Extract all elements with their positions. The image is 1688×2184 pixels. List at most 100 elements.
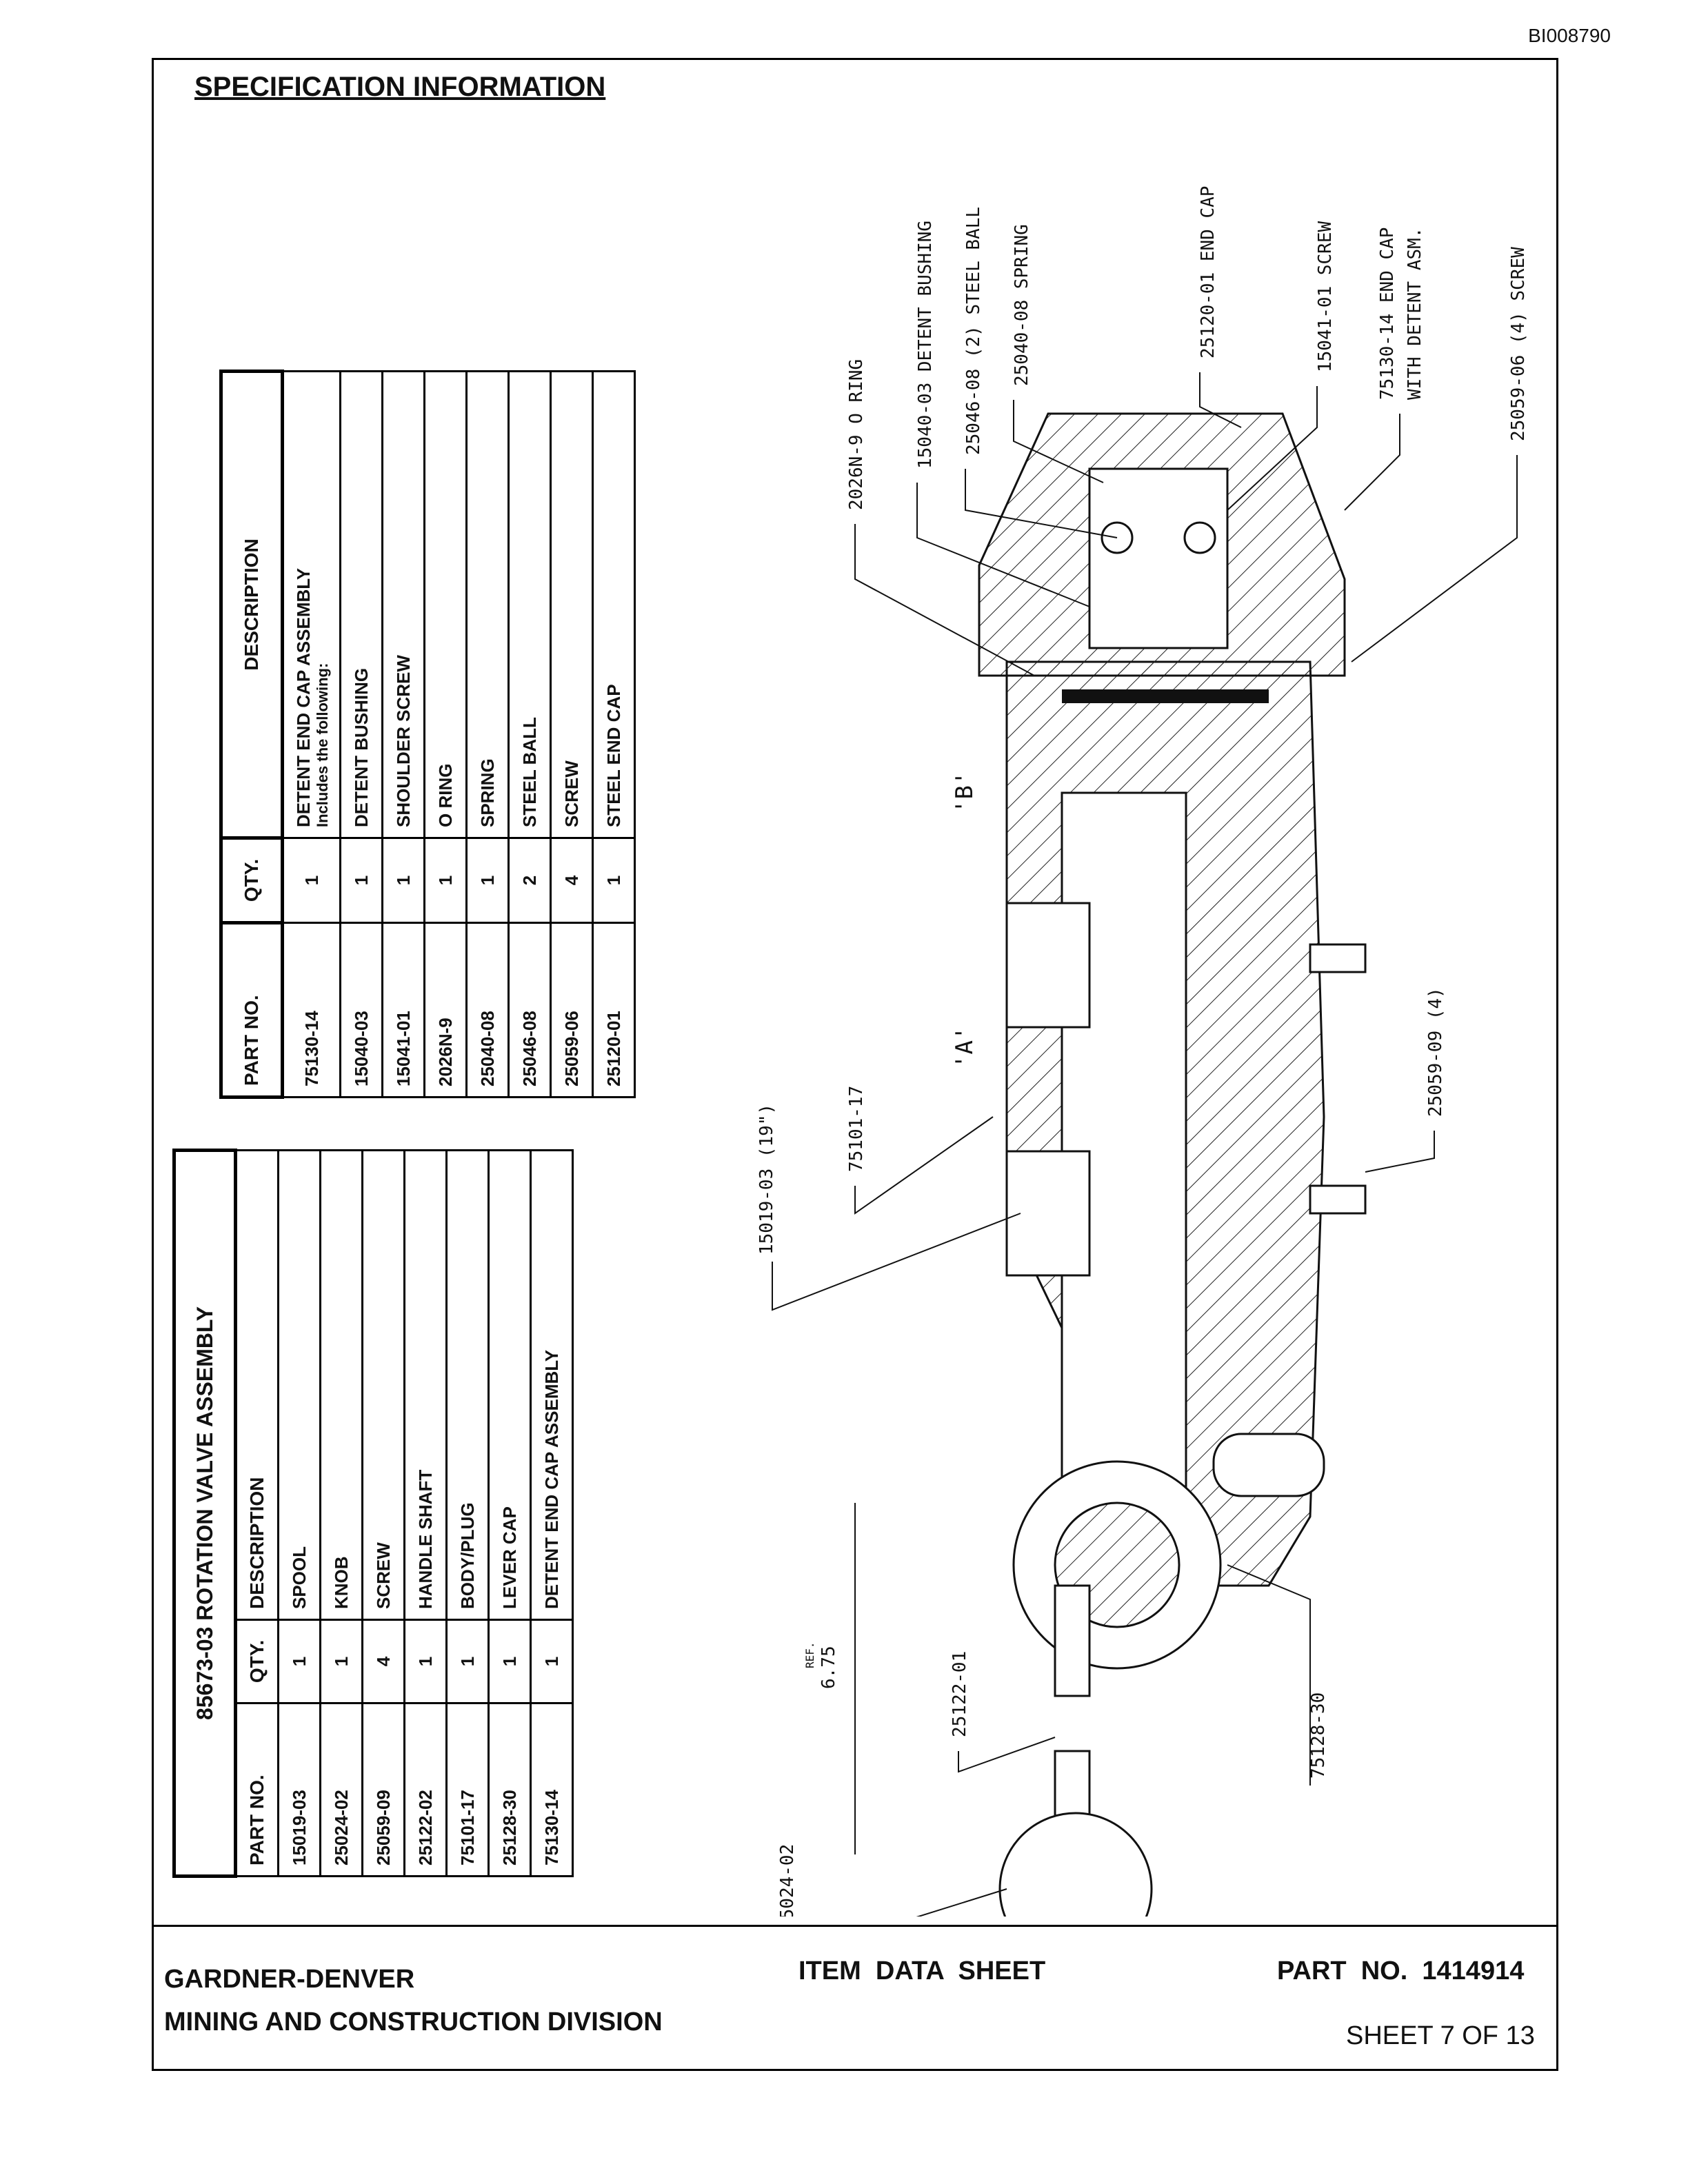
spec-title: SPECIFICATION INFORMATION <box>194 72 606 102</box>
description: KNOB <box>320 1150 363 1620</box>
part-no: 75130-14 <box>282 922 341 1098</box>
dimension-value: 6.75 <box>818 1646 839 1689</box>
division-name: MINING AND CONSTRUCTION DIVISION <box>164 2008 663 2036</box>
description: SCREW <box>362 1150 405 1620</box>
qty: 1 <box>488 1619 531 1703</box>
part-no: 25120-01 <box>592 922 635 1098</box>
part-no: 75130-14 <box>530 1703 573 1877</box>
qty: 1 <box>446 1619 489 1703</box>
callout-steel-ball: 25046-08 (2) STEEL BALL <box>963 207 984 455</box>
leader-lines <box>772 372 1518 1917</box>
qty: 1 <box>278 1619 321 1703</box>
qty: 1 <box>530 1619 573 1703</box>
valve-cross-section-drawing: 6.75 REF. 2026N-9 O RING 15040-03 DETENT… <box>756 186 1529 1917</box>
description: DETENT END CAP ASSEMBLY <box>530 1150 573 1620</box>
callout-screws-4: 25059-06 (4) SCREW <box>1508 247 1529 441</box>
port-a-label: 'A' <box>951 1027 978 1069</box>
handle-shaft <box>1054 1584 1091 1828</box>
description: SPRING <box>466 371 509 838</box>
qty: 1 <box>282 838 341 923</box>
qty: 4 <box>550 838 593 923</box>
callout-spring: 25040-08 SPRING <box>1012 224 1032 386</box>
callout-lever-cap: 75128-30 <box>1308 1692 1329 1779</box>
description: HANDLE SHAFT <box>404 1150 447 1620</box>
description: SHOULDER SCREW <box>382 371 425 838</box>
sheet-number: SHEET 7 OF 13 <box>1346 2021 1535 2050</box>
description-main: DETENT END CAP ASSEMBLY <box>292 567 314 827</box>
ports <box>1005 902 1367 1277</box>
callout-body-plug: 75101-17 <box>846 1086 867 1172</box>
qty: 1 <box>424 838 467 923</box>
callout-end-cap: 25120-01 END CAP <box>1198 186 1218 358</box>
callout-knob: 15024-02 <box>777 1844 798 1917</box>
part-no: 15041-01 <box>382 922 425 1098</box>
footer-divider <box>152 1925 1558 1927</box>
assembly-table-title: 85673-03 ROTATION VALVE ASSEMBLY <box>174 1150 236 1877</box>
description: DETENT BUSHING <box>340 371 383 838</box>
description: LEVER CAP <box>488 1150 531 1620</box>
part-no: 25059-09 <box>362 1703 405 1877</box>
qty: 1 <box>382 838 425 923</box>
part-number: PART NO. 1414914 <box>1277 1957 1525 1985</box>
port-b-label: 'B' <box>951 771 978 813</box>
qty: 1 <box>404 1619 447 1703</box>
callout-with-detent: WITH DETENT ASM. <box>1405 228 1425 400</box>
part-no: 25122-02 <box>404 1703 447 1877</box>
qty: 1 <box>592 838 635 923</box>
part-no: 25128-30 <box>488 1703 531 1877</box>
part-no: 25024-02 <box>320 1703 363 1877</box>
part-no: 25046-08 <box>508 922 551 1098</box>
description: SCREW <box>550 371 593 838</box>
qty: 1 <box>466 838 509 923</box>
callout-detent-bushing: 15040-03 DETENT BUSHING <box>915 221 936 469</box>
qty: 4 <box>362 1619 405 1703</box>
part-no: 25040-08 <box>466 922 509 1098</box>
part-no: 25059-06 <box>550 922 593 1098</box>
col-description: DESCRIPTION <box>221 371 283 838</box>
description: BODY/PLUG <box>446 1150 489 1620</box>
document-id: BI008790 <box>1528 25 1611 46</box>
company-name: GARDNER-DENVER <box>164 1965 415 1994</box>
callout-handle-shaft: 25122-01 <box>950 1651 970 1737</box>
col-description: DESCRIPTION <box>235 1150 279 1620</box>
qty: 1 <box>340 838 383 923</box>
col-part-no: PART NO. <box>235 1703 279 1877</box>
description: STEEL BALL <box>508 371 551 838</box>
description: O RING <box>424 371 467 838</box>
callout-screw-4: 25059-09 (4) <box>1425 987 1446 1117</box>
description: SPOOL <box>278 1150 321 1620</box>
col-qty: QTY. <box>235 1619 279 1703</box>
part-no: 15040-03 <box>340 922 383 1098</box>
callout-screw: 15041-01 SCREW <box>1315 221 1336 372</box>
end-cap <box>978 412 1346 677</box>
qty: 1 <box>320 1619 363 1703</box>
callout-spool: 15019-03 (19") <box>756 1104 777 1255</box>
col-qty: QTY. <box>221 838 283 923</box>
knob <box>998 1812 1153 1917</box>
callout-o-ring: 2026N-9 O RING <box>846 359 867 510</box>
assembly-table: 85673-03 ROTATION VALVE ASSEMBLY PART NO… <box>172 1149 574 1878</box>
description-sub: Includes the following: <box>313 663 331 827</box>
sheet-frame <box>152 58 1558 2071</box>
qty: 2 <box>508 838 551 923</box>
top-callouts: 2026N-9 O RING 15040-03 DETENT BUSHING 2… <box>846 186 1529 510</box>
part-no: 75101-17 <box>446 1703 489 1877</box>
item-data-sheet-label: ITEM DATA SHEET <box>798 1957 1046 1985</box>
side-callouts: 15019-03 (19") 75101-17 25059-09 (4) 150… <box>756 771 1446 1917</box>
dimension-ref: REF. <box>803 1641 816 1668</box>
